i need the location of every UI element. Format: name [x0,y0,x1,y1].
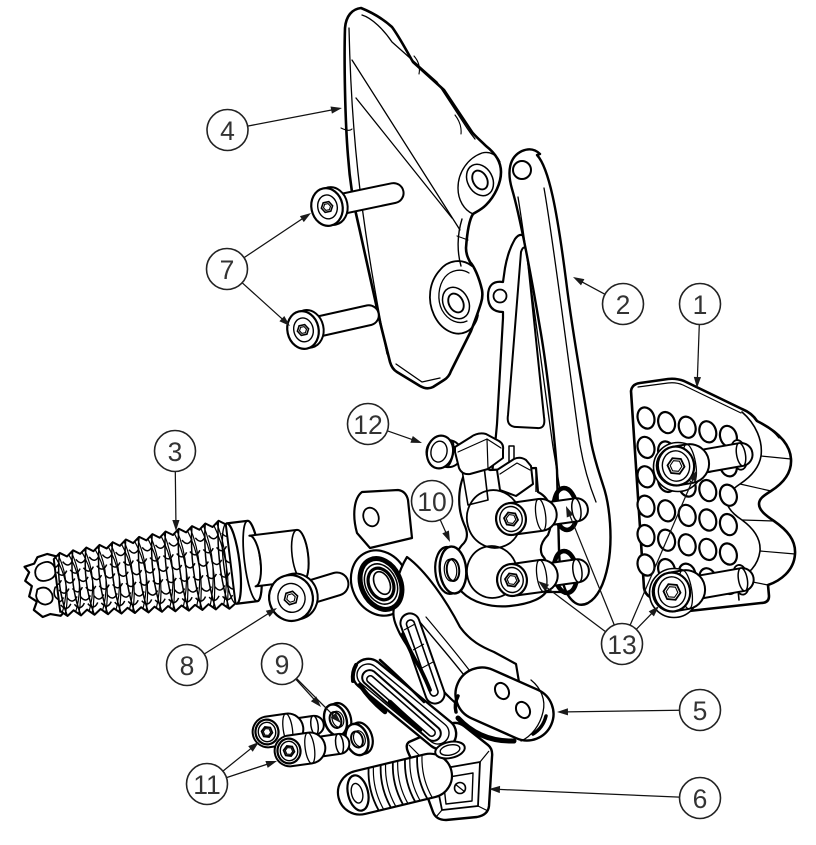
svg-text:3: 3 [168,437,183,467]
svg-text:2: 2 [616,290,631,320]
svg-text:10: 10 [417,487,446,517]
svg-text:11: 11 [193,770,221,800]
svg-text:9: 9 [275,650,290,680]
svg-text:13: 13 [607,630,636,660]
svg-text:12: 12 [353,410,382,440]
svg-text:6: 6 [693,784,708,814]
svg-text:5: 5 [693,696,708,726]
svg-text:7: 7 [220,255,235,285]
svg-text:8: 8 [180,651,195,681]
svg-text:4: 4 [220,116,235,146]
svg-text:1: 1 [693,290,708,320]
